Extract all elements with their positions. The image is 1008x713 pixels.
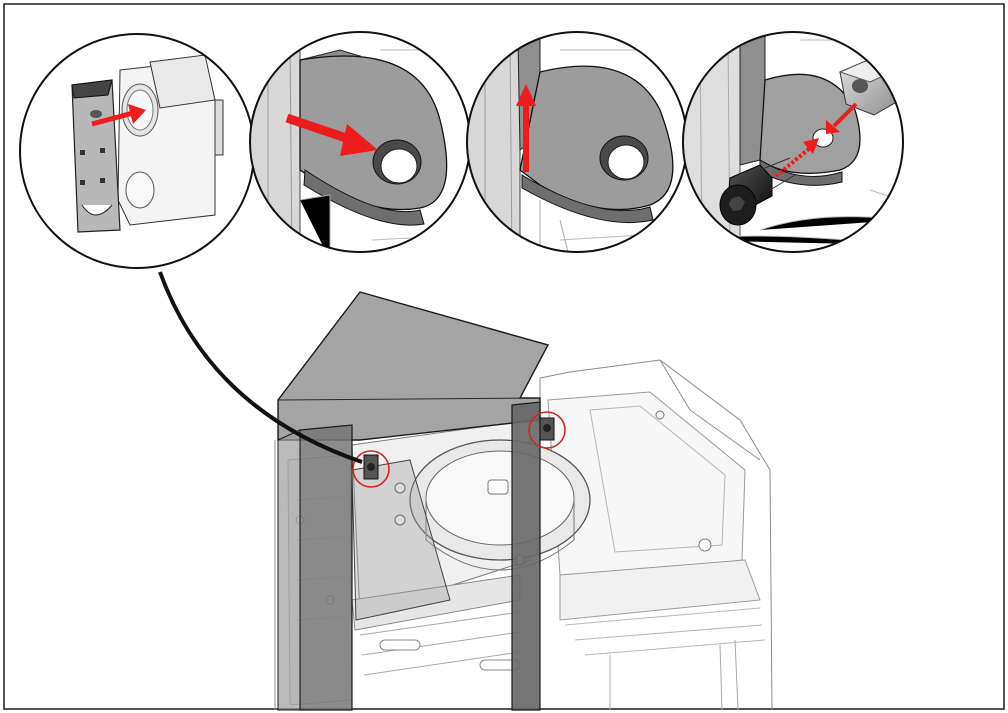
bolt-icon [719,157,796,226]
step-2-detail [249,31,471,253]
arrows-fasten-icon [774,102,858,178]
arrow-up-icon [516,84,536,172]
fixing-point-right [528,411,566,449]
step-3-detail [466,31,688,253]
arrow-right-icon [91,104,146,127]
step-4-circle [682,31,904,253]
highlight-ring-right [528,411,566,449]
leader-line [158,271,363,464]
arrow-into-hole-icon [285,113,378,156]
cover-panels [277,291,550,711]
stove-main-drawing [274,359,773,711]
step-1-detail [19,33,255,269]
fixing-point-left [352,450,390,488]
highlight-ring-left [352,450,390,488]
